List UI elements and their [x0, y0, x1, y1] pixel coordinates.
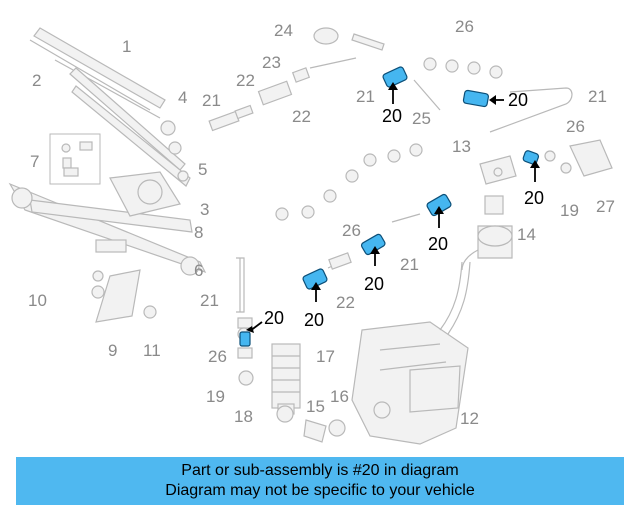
- fastener-group-7: [49, 133, 101, 185]
- part-20-b: [462, 89, 489, 108]
- callout-3: 3: [200, 200, 209, 219]
- hose-group: [208, 27, 573, 313]
- callout-20-d: 20: [428, 234, 448, 254]
- callout-22-a: 22: [236, 71, 255, 90]
- callout-17: 17: [316, 347, 335, 366]
- part-20-g: [239, 331, 251, 347]
- callout-labels: 1 2 3 4 5 6 7 8 9 10 11 12 13 14 15 16 1…: [28, 17, 615, 428]
- callout-21-d: 21: [400, 255, 419, 274]
- callout-22-c: 22: [336, 293, 355, 312]
- callout-25: 25: [412, 109, 431, 128]
- callout-26-a: 26: [455, 17, 474, 36]
- info-banner: Part or sub-assembly is #20 in diagram D…: [16, 457, 624, 505]
- part-20-a: [382, 66, 408, 88]
- filler-neck: [461, 195, 513, 271]
- callout-11: 11: [143, 341, 161, 360]
- callout-8: 8: [194, 223, 203, 242]
- callout-20-e: 20: [364, 274, 384, 294]
- callout-26-d: 26: [208, 347, 227, 366]
- callout-6: 6: [194, 261, 203, 280]
- parts-diagram: 1 2 3 4 5 6 7 8 9 10 11 12 13 14 15 16 1…: [8, 17, 615, 445]
- callout-12: 12: [460, 409, 479, 428]
- callout-20-a: 20: [382, 106, 402, 126]
- highlight-parts-20: [239, 66, 540, 347]
- callout-5: 5: [198, 160, 207, 179]
- callout-22-b: 22: [292, 107, 311, 126]
- bracket-group: [91, 269, 157, 323]
- callout-18: 18: [234, 407, 253, 426]
- callout-7: 7: [30, 152, 39, 171]
- callout-20-c: 20: [524, 188, 544, 208]
- wiper-blade-assembly: [29, 27, 191, 187]
- callout-2: 2: [32, 71, 41, 90]
- callout-24: 24: [274, 21, 293, 40]
- banner-line-2: Diagram may not be specific to your vehi…: [165, 482, 475, 499]
- callout-20-f: 20: [304, 310, 324, 330]
- callout-20-g: 20: [264, 308, 284, 328]
- pump-group: [237, 317, 346, 443]
- callout-15: 15: [306, 397, 325, 416]
- banner-line-1: Part or sub-assembly is #20 in diagram: [181, 462, 459, 479]
- callout-26-b: 26: [566, 117, 585, 136]
- callout-14: 14: [517, 225, 536, 244]
- wiper-linkage: [8, 171, 207, 276]
- callout-23: 23: [262, 53, 281, 72]
- callout-10: 10: [28, 291, 47, 310]
- callout-21-b: 21: [356, 87, 375, 106]
- callout-1: 1: [122, 37, 131, 56]
- washer-reservoir: [351, 261, 471, 445]
- callout-19-b: 19: [560, 201, 579, 220]
- part-20-d: [426, 193, 452, 217]
- callout-9: 9: [108, 341, 117, 360]
- callout-19-a: 19: [206, 387, 225, 406]
- callout-21-a: 21: [202, 91, 221, 110]
- callout-16: 16: [330, 387, 349, 406]
- callout-13: 13: [452, 137, 471, 156]
- callout-21-c: 21: [588, 87, 607, 106]
- callout-27: 27: [596, 197, 615, 216]
- highlight-callout-labels: 20 20 20 20 20 20 20: [264, 90, 544, 330]
- callout-26-c: 26: [342, 221, 361, 240]
- nozzle-group: [479, 139, 613, 185]
- callout-20-b: 20: [508, 90, 528, 110]
- callout-21-e: 21: [200, 291, 219, 310]
- part-20-c: [522, 150, 540, 165]
- callout-4: 4: [178, 88, 187, 107]
